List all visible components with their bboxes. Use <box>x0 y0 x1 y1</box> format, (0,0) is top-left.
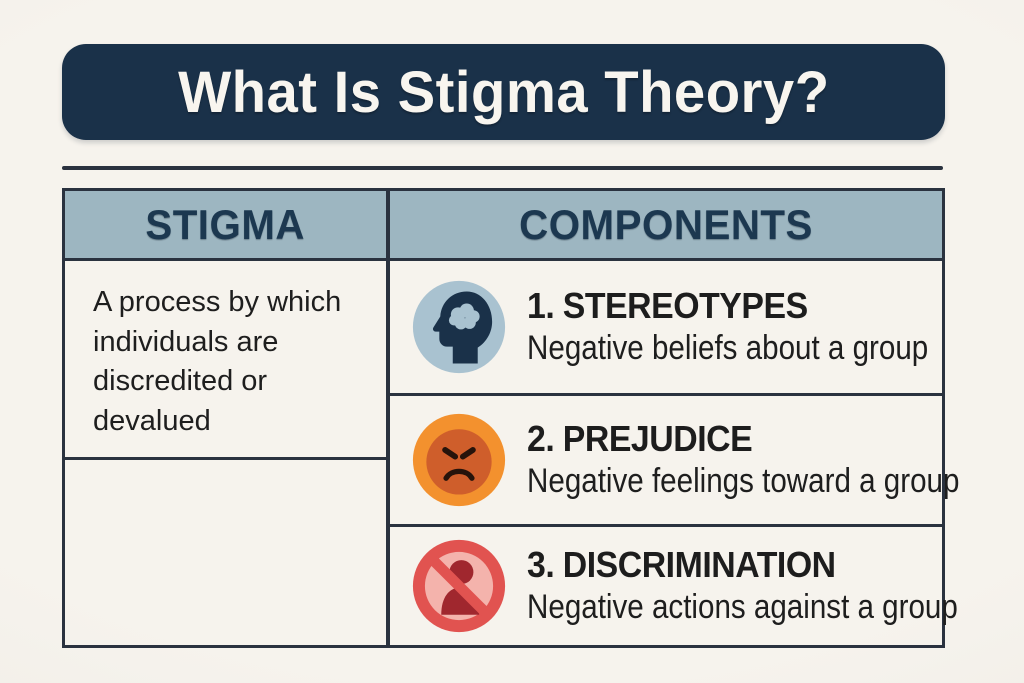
divider-rule <box>62 166 943 170</box>
stigma-table: STIGMA COMPONENTS A process by which ind… <box>62 188 960 648</box>
head-with-brain-icon <box>411 279 507 375</box>
row-title-prejudice: 2.PREJUDICE <box>527 417 917 459</box>
components-column: 1.STEREOTYPES Negative beliefs about a g… <box>390 261 960 645</box>
angry-face-icon <box>411 412 507 508</box>
stigma-column-label: STIGMA <box>145 200 306 248</box>
table-row-discrimination: 3.DISCRIMINATION Negative actions agains… <box>390 527 958 645</box>
page-title: What Is Stigma Theory? <box>177 59 830 125</box>
header-cell-stigma: STIGMA <box>65 191 390 258</box>
table-header-row: STIGMA COMPONENTS <box>65 191 942 261</box>
table-row-stereotypes: 1.STEREOTYPES Negative beliefs about a g… <box>390 261 942 396</box>
row-name: PREJUDICE <box>562 417 753 459</box>
stigma-column: A process by which individuals are discr… <box>65 261 390 645</box>
stigma-definition-cell: A process by which individuals are discr… <box>65 261 386 460</box>
row-text-stereotypes: 1.STEREOTYPES Negative beliefs about a g… <box>527 284 942 368</box>
stigma-definition-text: A process by which individuals are discr… <box>93 286 342 438</box>
row-number: 2. <box>527 417 555 459</box>
row-description-prejudice: Negative feelings toward a group <box>527 462 960 501</box>
row-number: 1. <box>527 284 555 326</box>
row-number: 3. <box>527 543 555 585</box>
row-title-stereotypes: 1.STEREOTYPES <box>527 284 917 326</box>
header-cell-components: COMPONENTS <box>390 191 942 258</box>
no-person-icon <box>411 538 507 634</box>
components-column-label: COMPONENTS <box>519 200 813 248</box>
table-row-prejudice: 2.PREJUDICE Negative feelings toward a g… <box>390 396 960 527</box>
row-text-prejudice: 2.PREJUDICE Negative feelings toward a g… <box>527 417 960 501</box>
row-name: DISCRIMINATION <box>562 543 836 585</box>
title-banner: What Is Stigma Theory? <box>62 44 945 140</box>
row-description-stereotypes: Negative beliefs about a group <box>527 329 929 368</box>
row-text-discrimination: 3.DISCRIMINATION Negative actions agains… <box>527 543 958 627</box>
row-name: STEREOTYPES <box>562 284 808 326</box>
row-description-discrimination: Negative actions against a group <box>527 588 958 627</box>
table-body: A process by which individuals are discr… <box>65 261 960 645</box>
row-title-discrimination: 3.DISCRIMINATION <box>527 543 917 585</box>
empty-cell <box>65 460 386 645</box>
